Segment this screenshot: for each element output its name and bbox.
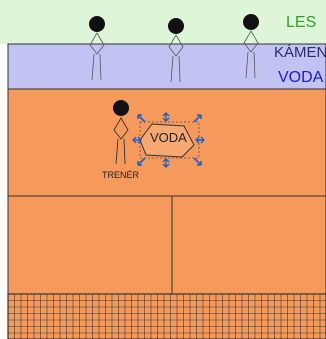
- resize-handle-sw[interactable]: [137, 157, 146, 166]
- zone-voda-label: VODA: [278, 69, 324, 86]
- resize-handle-se[interactable]: [193, 157, 202, 166]
- voda-shape[interactable]: VODA: [139, 121, 200, 159]
- resize-handle-nw[interactable]: [137, 114, 146, 123]
- zone-kamen-label: KÁMEN: [274, 44, 326, 61]
- resize-handle-s[interactable]: [162, 158, 170, 168]
- resize-handle-n[interactable]: [162, 112, 170, 122]
- resize-handle-e[interactable]: [195, 136, 205, 144]
- resize-handle-w[interactable]: [132, 136, 142, 144]
- resize-handle-ne[interactable]: [193, 114, 202, 123]
- zone-kamen-voda: [7, 43, 326, 90]
- figure-3[interactable]: [243, 14, 259, 79]
- resize-handles: [132, 112, 205, 168]
- net-grid: [7, 293, 326, 339]
- voda-shape-label: VODA: [150, 130, 187, 145]
- trainer-label: TRENÉR: [102, 170, 140, 180]
- zone-les-label: LES: [286, 14, 316, 31]
- figure-2[interactable]: [168, 18, 184, 83]
- figure-1[interactable]: [89, 16, 105, 81]
- trainer-figure[interactable]: [113, 100, 129, 165]
- zone-les: [0, 0, 326, 44]
